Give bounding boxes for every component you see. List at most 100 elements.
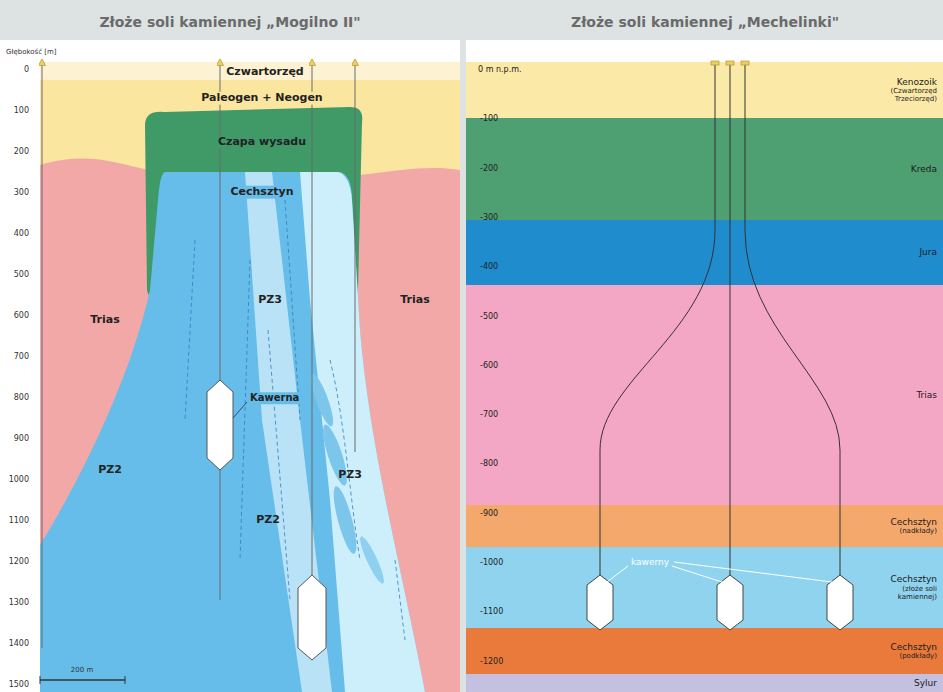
stratum-note: (złoże soli kamiennej) [869,585,937,601]
axis-tick-label: 100 [12,106,31,115]
axis-tick-label: -500 [478,312,500,321]
quaternary-layer [40,62,460,80]
scale-bar [40,679,125,681]
well [355,62,356,452]
axis-tick-label: 300 [12,188,31,197]
stratum-band: Cechsztyn(podkłady) [866,628,940,674]
zechstein-salt-pz2 [40,172,425,692]
well [312,62,313,575]
layer-label: Czwartorzęd [224,66,305,79]
jurassic-band [466,220,943,285]
layer-label: PZ2 [254,514,282,527]
layer-label: PZ3 [336,469,364,482]
cenozoic-band [466,62,943,118]
stratum-band: Cechsztyn(złoże soli kamiennej) [866,547,940,628]
axis-tick-label: 1300 [7,598,31,607]
panel-title: Złoże soli kamiennej „Mogilno II" [97,14,362,30]
axis-tick-label: -200 [478,164,500,173]
callout-label: Kawerna [248,392,301,404]
zechstein-overburden-band [466,505,943,547]
axis-tick-label: 1400 [7,639,31,648]
stratum-band: Trias [866,285,940,505]
well [745,64,840,575]
layer-label: Paleogen + Neogen [199,92,324,105]
stratum-band: Jura [866,220,940,285]
axis-tick-label: -100 [478,115,500,124]
right-panel [466,40,943,692]
bedding-line [240,260,250,560]
axis-tick-label: 800 [12,393,31,402]
caverns [587,575,853,630]
axis-tick-label: 0 m n.p.m. [476,65,524,74]
well [600,64,715,575]
layer-label: Czapa wysadu [216,136,308,149]
wellhead [711,61,719,65]
stratum-name: Cechsztyn [891,642,937,652]
axis-tick-label: 200 [12,147,31,156]
zechstein-salt-band [466,547,943,628]
leader-line [233,402,247,418]
fold [356,534,387,585]
leader-line [674,562,832,582]
axis-tick-label: 1200 [7,557,31,566]
layer-label: Trias [88,314,121,327]
axis-tick-label: -1100 [478,608,505,617]
stratum-name: Jura [919,247,937,257]
stratum-name: Cechsztyn [891,517,937,527]
fold [307,372,337,429]
layer-label: PZ3 [256,294,284,307]
cavern [207,380,233,470]
scale-label: 200 m [69,666,95,674]
salt-folds [307,372,388,586]
axis-tick-label: 0 [22,65,31,74]
stratum-band: Kenozoik(Czwartorzęd Trzeciorzęd) [866,62,940,118]
layer-label: Trias [398,294,431,307]
triassic-band [466,285,943,505]
cavern [717,575,743,630]
zechstein-base-band [466,628,943,674]
cavern [587,575,613,630]
stratum-name: Kenozoik [897,77,937,87]
bedding-lines [185,200,405,640]
axis-title: Głębokość [m] [4,48,59,56]
scale-tick [40,676,41,684]
stratum-band: Kreda [866,118,940,220]
bedding-line [268,330,290,600]
silurian-band [466,674,943,692]
axis-tick-label: 400 [12,229,31,238]
stratum-note: (Czwartorzęd Trzeciorzęd) [869,87,937,103]
scale-tick [125,676,126,684]
stratum-note: (nadkłady) [899,527,937,535]
axis-tick-label: 700 [12,352,31,361]
cretaceous-band [466,118,943,220]
layer-label: Cechsztyn [228,186,295,199]
axis-tick-label: -1200 [478,657,505,666]
stratum-band: Cechsztyn(nadkłady) [866,505,940,547]
directional-wells [600,64,840,575]
well [42,62,43,648]
bedding-line [285,200,300,420]
wells [42,62,355,648]
bedding-line [395,560,405,640]
axis-tick-label: -600 [478,361,500,370]
fold [329,484,361,555]
triassic-layer [40,159,460,692]
wellheads [711,61,749,65]
left-panel [0,40,460,692]
axis-tick-label: -800 [478,460,500,469]
layer-label: PZ2 [96,464,124,477]
stratum-band: Sylur [866,674,940,692]
well [730,64,731,575]
wellhead [741,61,749,65]
callout-label: kawerny [629,557,671,567]
cavern [827,575,853,630]
axis-tick-label: -900 [478,509,500,518]
stratum-name: Sylur [914,678,937,688]
wellhead [726,61,734,65]
stratum-name: Cechsztyn [891,574,937,584]
axis-tick-label: 600 [12,311,31,320]
axis-tick-label: -700 [478,411,500,420]
stratum-name: Kreda [911,164,937,174]
